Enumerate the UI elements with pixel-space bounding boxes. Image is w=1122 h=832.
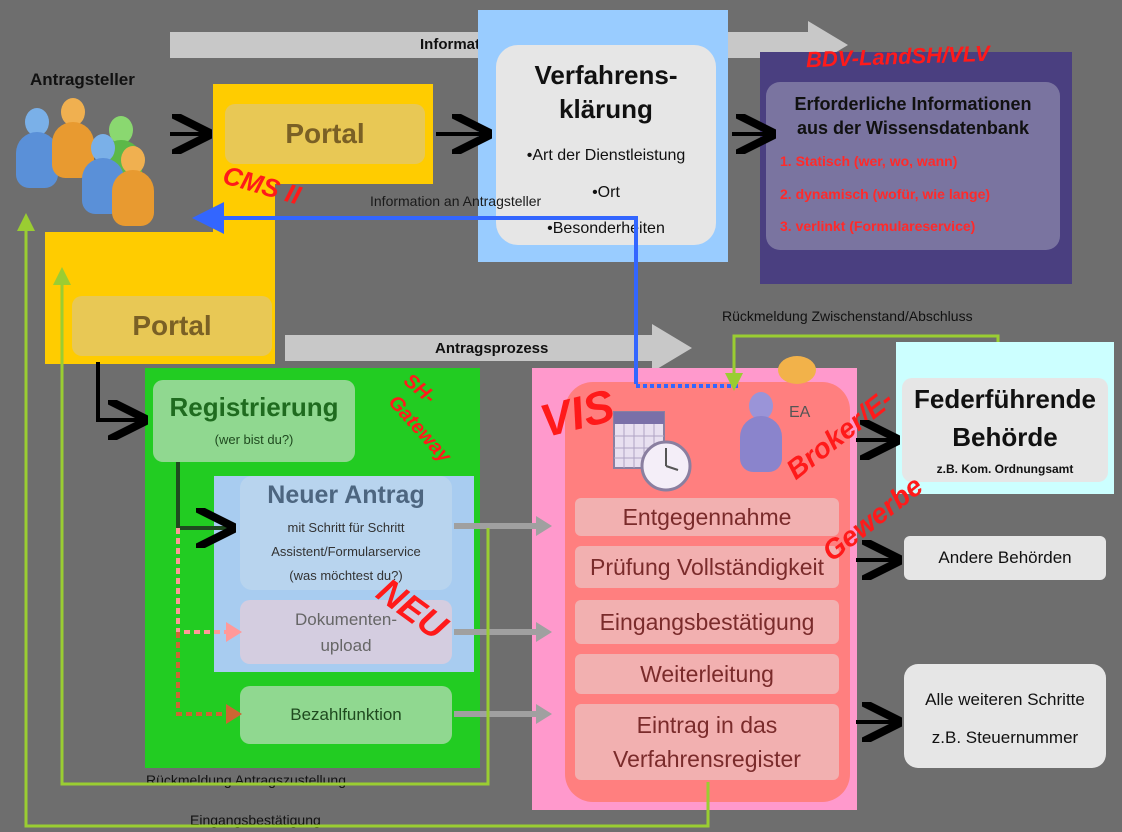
portal-bottom: Portal	[72, 296, 272, 356]
calendar-clock-icon	[612, 408, 692, 494]
verfahren-item-besonderheiten: •Besonderheiten	[547, 220, 665, 237]
neuer-antrag-line3: (was möchtest du?)	[289, 568, 403, 583]
vis-item-eintrag-2: Verfahrensregister	[613, 746, 801, 772]
bdv-title-2: aus der Wissensdatenbank	[797, 118, 1029, 138]
speech-bubble-icon	[778, 356, 816, 384]
verfahren-title-2: klärung	[559, 94, 653, 124]
alle-weiteren-line1: Alle weiteren Schritte	[925, 690, 1085, 709]
vis-item-eintrag-1: Eintrag in das	[636, 712, 778, 738]
bezahlfunktion-box: Bezahlfunktion	[240, 686, 452, 744]
vis-item-weiterleitung: Weiterleitung	[575, 654, 839, 694]
verfahren-item-ort: •Ort	[592, 184, 620, 201]
ea-person-icon	[738, 392, 784, 472]
rueckmeldung-zwischenstand-label: Rückmeldung Zwischenstand/Abschluss	[722, 308, 973, 324]
verfahren-title-1: Verfahrens-	[534, 60, 678, 90]
verfahren-box	[496, 45, 716, 245]
bdv-box	[766, 82, 1060, 250]
registrierung-sub: (wer bist du?)	[214, 432, 294, 447]
bdv-item-verlinkt: 3. verlinkt (Formulareservice)	[780, 218, 976, 234]
vis-item-entgegennahme: Entgegennahme	[575, 498, 839, 536]
antragsprozess-label: Antragsprozess	[435, 340, 549, 357]
portal-top: Portal	[225, 104, 425, 164]
neuer-antrag-title: Neuer Antrag	[267, 481, 425, 509]
bdv-title-1: Erforderliche Informationen	[794, 94, 1032, 114]
federfuehrende-sub: z.B. Kom. Ordnungsamt	[936, 462, 1074, 476]
federfuehrende-line1: Federführende	[913, 384, 1097, 414]
bdv-item-dynamisch: 2. dynamisch (wofür, wie lange)	[780, 186, 991, 202]
federfuehrende-line2: Behörde	[952, 422, 1058, 452]
eingangsbestaetigung-label: Eingangsbestätigung	[190, 812, 321, 828]
rueckmeldung-antragszustellung-label: Rückmeldung Antragszustellung	[146, 772, 347, 788]
alle-weiteren-line2: z.B. Steuernummer	[931, 728, 1079, 747]
antragsprozess-arrow-head	[652, 324, 692, 372]
registrierung-title: Registrierung	[169, 392, 339, 422]
alle-weiteren-box	[904, 664, 1106, 768]
vis-item-eingangsbestaetigung: Eingangsbestätigung	[575, 600, 839, 644]
verfahren-item-art: •Art der Dienstleistung	[526, 147, 686, 164]
antragsteller-label: Antragsteller	[30, 70, 135, 89]
people-group-icon	[10, 94, 170, 234]
andere-behoerden-box: Andere Behörden	[904, 536, 1106, 580]
vis-ea-label: EA	[789, 404, 811, 421]
bdv-item-statisch: 1. Statisch (wer, wo, wann)	[780, 153, 958, 169]
vis-item-pruefung: Prüfung Vollständigkeit	[575, 546, 839, 588]
neuer-antrag-line1: mit Schritt für Schritt	[287, 520, 405, 535]
federfuehrende-box	[902, 378, 1108, 482]
info-an-antragsteller-label: Information an Antragsteller	[370, 193, 542, 209]
neuer-antrag-line2: Assistent/Formularservice	[271, 544, 421, 559]
arrow-portal-registrierung	[96, 362, 140, 420]
